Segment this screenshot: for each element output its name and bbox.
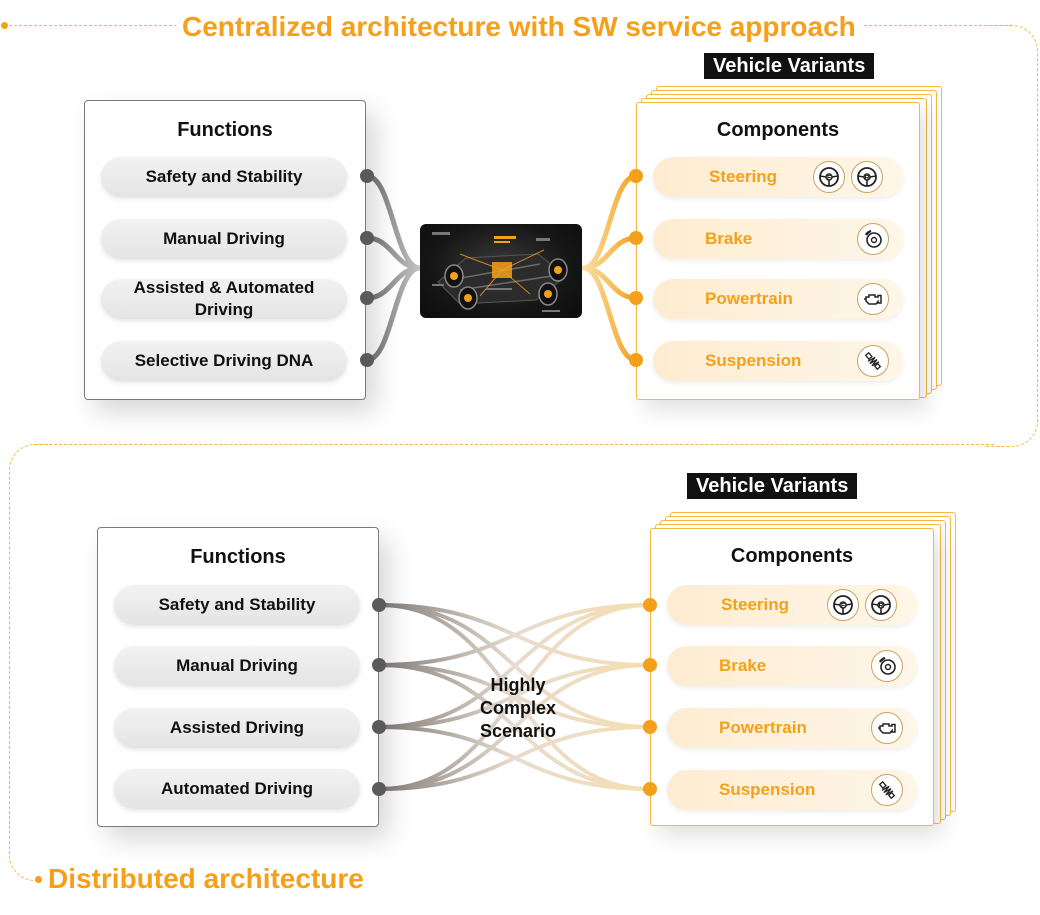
centralized-function-connector-1 <box>360 169 374 183</box>
complexity-line-1: Highly <box>490 675 546 695</box>
distributed-title: Distributed architecture <box>42 862 370 896</box>
top-frame-corner <box>985 25 1038 447</box>
distributed-component-powertrain-label: Powertrain <box>719 718 807 737</box>
svg-text:R: R <box>878 603 883 610</box>
vehicle-motion-control-unit-image <box>420 224 582 318</box>
centralized-functions-title: Functions <box>177 119 273 141</box>
centralized-component-connector-1 <box>629 169 643 183</box>
distributed-component-brake-label: Brake <box>719 656 767 675</box>
centralized-component-steering-label: Steering <box>709 167 778 186</box>
distributed-function-connector-2 <box>372 658 386 672</box>
centralized-function-driving-dna: Selective Driving DNA <box>101 341 347 381</box>
distributed-function-connector-1 <box>372 598 386 612</box>
centralized-component-brake-label: Brake <box>705 229 753 248</box>
distributed-component-powertrain: Powertrain <box>667 708 917 748</box>
svg-text:F: F <box>827 175 832 182</box>
distributed-function-manual: Manual Driving <box>114 646 360 686</box>
distributed-component-steering-label: Steering <box>721 595 790 614</box>
distributed-component-connector-3 <box>643 720 657 734</box>
distributed-function-connector-3 <box>372 720 386 734</box>
complexity-line-2: Complex <box>479 698 557 718</box>
distributed-component-connector-2 <box>643 658 657 672</box>
centralized-component-brake: Brake <box>653 219 903 259</box>
bottom-frame-corner <box>9 444 50 881</box>
distributed-wires <box>377 602 652 792</box>
distributed-functions-title: Functions <box>190 546 286 568</box>
complexity-label: Highly Complex Scenario <box>462 674 574 743</box>
distributed-vehicle-variants-label: Vehicle Variants <box>687 473 858 499</box>
centralized-component-wires <box>580 173 639 363</box>
middle-frame-line <box>34 444 994 445</box>
steering-rear-icon: R <box>865 589 897 621</box>
svg-text:R: R <box>864 175 869 182</box>
centralized-component-powertrain-label: Powertrain <box>705 289 793 308</box>
centralized-component-steering: Steering F R <box>653 157 903 197</box>
centralized-function-assisted-automated: Assisted & Automated Driving <box>101 278 347 319</box>
centralized-function-manual: Manual Driving <box>101 219 347 259</box>
vehicle-chassis-icon <box>432 232 568 312</box>
engine-icon <box>871 712 903 744</box>
centralized-title: Centralized architecture with SW service… <box>176 10 862 44</box>
centralized-functions-panel: Functions Safety and Stability Manual Dr… <box>84 100 366 400</box>
centralized-components-panel: Components Steering F R Brake Powertrain… <box>636 102 920 400</box>
bottom-frame-dot <box>35 876 42 883</box>
distributed-function-automated: Automated Driving <box>114 769 360 809</box>
distributed-function-assisted: Assisted Driving <box>114 708 360 748</box>
distributed-function-connector-4 <box>372 782 386 796</box>
distributed-component-suspension-label: Suspension <box>719 780 816 799</box>
centralized-component-connector-3 <box>629 291 643 305</box>
shock-absorber-icon <box>871 774 903 806</box>
svg-text:F: F <box>841 603 846 610</box>
centralized-function-wires <box>364 173 423 363</box>
steering-front-icon: F <box>827 589 859 621</box>
distributed-components-panel: Components Steering F R Brake Powertrain… <box>650 528 934 826</box>
distributed-component-suspension: Suspension <box>667 770 917 810</box>
shock-absorber-icon <box>857 345 889 377</box>
distributed-component-connector-4 <box>643 782 657 796</box>
centralized-function-connector-3 <box>360 291 374 305</box>
top-frame-dot <box>1 22 8 29</box>
centralized-function-safety: Safety and Stability <box>101 157 347 197</box>
brake-disc-icon <box>871 650 903 682</box>
distributed-component-brake: Brake <box>667 646 917 686</box>
distributed-components-title: Components <box>730 545 854 567</box>
steering-front-icon: F <box>813 161 845 193</box>
centralized-vehicle-variants-label: Vehicle Variants <box>704 53 875 79</box>
distributed-component-connector-1 <box>643 598 657 612</box>
centralized-function-connector-4 <box>360 353 374 367</box>
brake-disc-icon <box>857 223 889 255</box>
distributed-component-steering: Steering F R <box>667 585 917 625</box>
distributed-functions-panel: Functions Safety and Stability Manual Dr… <box>97 527 379 827</box>
engine-icon <box>857 283 889 315</box>
centralized-component-connector-4 <box>629 353 643 367</box>
centralized-components-title: Components <box>716 119 840 141</box>
complexity-line-3: Scenario <box>479 721 557 741</box>
centralized-component-suspension-label: Suspension <box>705 351 802 370</box>
centralized-component-connector-2 <box>629 231 643 245</box>
centralized-component-suspension: Suspension <box>653 341 903 381</box>
distributed-function-safety: Safety and Stability <box>114 585 360 625</box>
steering-rear-icon: R <box>851 161 883 193</box>
centralized-component-powertrain: Powertrain <box>653 279 903 319</box>
centralized-function-connector-2 <box>360 231 374 245</box>
